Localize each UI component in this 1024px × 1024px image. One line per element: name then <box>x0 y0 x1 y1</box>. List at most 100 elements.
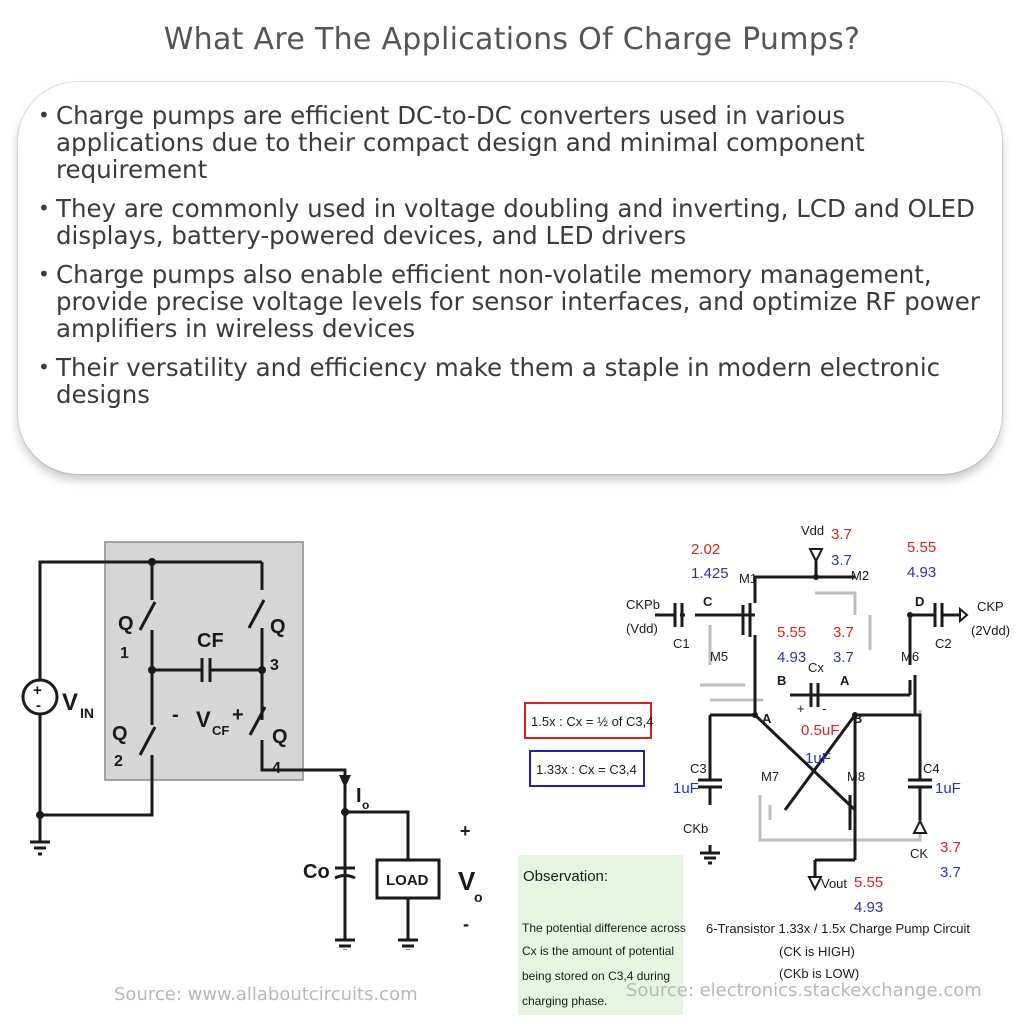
bullet-item: They are commonly used in voltage doubli… <box>38 195 988 249</box>
cx-plus: + <box>797 701 805 716</box>
bullet-item: Their versatility and efficiency make th… <box>38 354 988 408</box>
vout-terminal-icon <box>807 876 823 892</box>
node-a-top: A <box>840 673 850 688</box>
vcf-plus: + <box>232 704 244 726</box>
ckp-label: CKP <box>977 599 1004 614</box>
vin-sub: IN <box>80 705 94 721</box>
q2-label: Q <box>112 723 128 745</box>
observation-line-3: being stored on C3,4 during <box>522 969 670 983</box>
vdd-terminal-icon <box>808 548 824 564</box>
observation-title: Observation: <box>523 868 608 885</box>
node-d-label: D <box>915 594 924 609</box>
right-red-value: 5.55 <box>907 539 936 556</box>
cx-blue-value: 1uF <box>805 750 831 767</box>
svg-text:-: - <box>36 697 41 714</box>
node-b-top: B <box>777 673 786 688</box>
bullet-list: Charge pumps are efficient DC-to-DC conv… <box>38 102 988 420</box>
load-label: LOAD <box>386 872 429 889</box>
q2-num: 2 <box>114 753 123 770</box>
q4-label: Q <box>272 726 288 748</box>
vin-label: V <box>62 689 78 716</box>
node-c-label: C <box>703 594 713 609</box>
ck-red-value: 3.7 <box>940 839 961 856</box>
ck-label: CK <box>910 846 928 861</box>
ckpb-sub: (Vdd) <box>626 621 658 636</box>
a-red-value: 5.55 <box>777 624 806 641</box>
ckb-label: CKb <box>683 821 708 836</box>
vo-plus: + <box>460 821 471 841</box>
q4-num: 4 <box>272 760 281 777</box>
left-circuit-diagram: + - V IN Q 1 Q 2 Q 3 Q 4 CF - V CF + I o… <box>21 541 483 950</box>
vdd-red-value: 3.7 <box>831 526 852 543</box>
observation-box <box>518 855 683 1015</box>
vout-label: Vout <box>821 876 847 891</box>
co-label: Co <box>303 861 330 883</box>
ratio-1-5x-label: 1.5x : Cx = ½ of C3,4 <box>531 714 653 729</box>
cx-red-value: 0.5uF <box>801 722 839 739</box>
voltage-source-icon <box>21 678 59 716</box>
ratio-1-33x-label: 1.33x : Cx = C3,4 <box>536 762 637 777</box>
io-label: I <box>356 785 362 807</box>
m8-label: M8 <box>847 769 865 784</box>
vout-red-value: 5.55 <box>854 874 883 891</box>
vdd-label: Vdd <box>801 523 824 538</box>
c3-value: 1uF <box>673 780 699 797</box>
page-title: What Are The Applications Of Charge Pump… <box>163 22 861 57</box>
switch-box <box>104 541 304 781</box>
observation-line-4: charging phase. <box>522 994 607 1008</box>
vcf-sub: CF <box>212 723 229 738</box>
cf-label: CF <box>197 630 224 652</box>
a-blue-value: 4.93 <box>777 649 806 666</box>
q3-num: 3 <box>270 657 279 674</box>
ckp-terminal-icon <box>959 606 969 624</box>
c4-label: C4 <box>923 761 940 776</box>
observation-line-2: Cx is the amount of potential <box>522 944 674 958</box>
svg-text:+: + <box>33 682 42 699</box>
q3-label: Q <box>270 616 286 638</box>
q1-num: 1 <box>120 645 129 662</box>
ratio-box-1-5x <box>524 702 652 739</box>
io-sub: o <box>362 798 369 812</box>
c-node-blue-value: 1.425 <box>691 565 729 582</box>
ratio-box-1-33x <box>529 750 645 787</box>
q1-label: Q <box>118 613 134 635</box>
source-left: Source: www.allaboutcircuits.com <box>114 984 418 1005</box>
c3-label: C3 <box>690 761 707 776</box>
bullet-item: Charge pumps are efficient DC-to-DC conv… <box>38 102 988 183</box>
right-circuit-diagram: 1.5x : Cx = ½ of C3,4 1.33x : Cx = C3,4 … <box>518 523 1010 1015</box>
cx-minus: - <box>822 701 826 716</box>
m2-label: M2 <box>851 568 869 583</box>
b-blue-value: 3.7 <box>833 649 854 666</box>
caption-line-1: 6-Transistor 1.33x / 1.5x Charge Pump Ci… <box>706 921 970 936</box>
ck-blue-value: 3.7 <box>940 864 961 881</box>
bullet-item: Charge pumps also enable efficient non-v… <box>38 261 988 342</box>
right-blue-value: 4.93 <box>907 564 936 581</box>
observation-line-1: The potential difference across <box>522 921 686 935</box>
c2-label: C2 <box>935 636 952 651</box>
m5-label: M5 <box>710 649 728 664</box>
node-b-right: B <box>853 711 862 726</box>
node-a-left: A <box>762 711 772 726</box>
ckp-sub: (2Vdd) <box>971 623 1010 638</box>
source-right: Source: electronics.stackexchange.com <box>626 980 982 1001</box>
vcf-minus: - <box>172 704 179 726</box>
ckpb-label: CKPb <box>626 597 660 612</box>
caption-line-2: (CK is HIGH) <box>779 944 855 959</box>
vo-minus: - <box>463 914 469 934</box>
cx-label: Cx <box>808 660 824 675</box>
ck-terminal-icon <box>912 818 928 834</box>
m1-label: M1 <box>739 571 757 586</box>
b-red-value: 3.7 <box>833 624 854 641</box>
vcf-label: V <box>196 707 211 732</box>
vo-sub: o <box>474 889 483 905</box>
vout-blue-value: 4.93 <box>854 899 883 916</box>
vdd-blue-value: 3.7 <box>831 552 852 569</box>
c4-value: 1uF <box>935 780 961 797</box>
c-node-red-value: 2.02 <box>691 541 720 558</box>
c1-label: C1 <box>673 636 690 651</box>
load-box <box>375 858 441 900</box>
caption-line-3: (CKb is LOW) <box>779 966 859 981</box>
vo-label: V <box>458 866 476 896</box>
m6-label: M6 <box>901 649 919 664</box>
m7-label: M7 <box>761 769 779 784</box>
